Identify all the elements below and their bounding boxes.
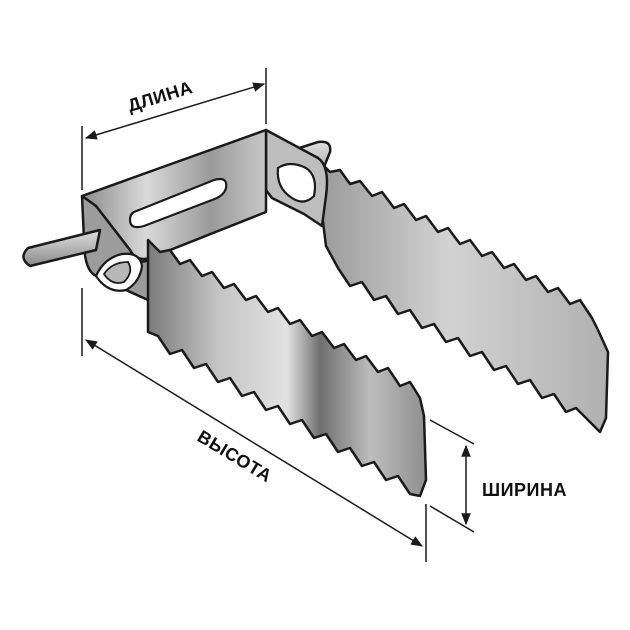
width-label: ШИРИНА <box>482 480 567 500</box>
height-label: ВЫСОТА <box>194 426 275 486</box>
back-serrated-leg <box>316 158 610 434</box>
rod-inside <box>102 261 132 284</box>
length-label: ДЛИНА <box>125 77 195 116</box>
back-flap-slot <box>276 162 317 203</box>
top-plate-slot <box>128 177 228 229</box>
rod-front <box>22 228 102 268</box>
width-dimension: ШИРИНА <box>429 419 567 533</box>
